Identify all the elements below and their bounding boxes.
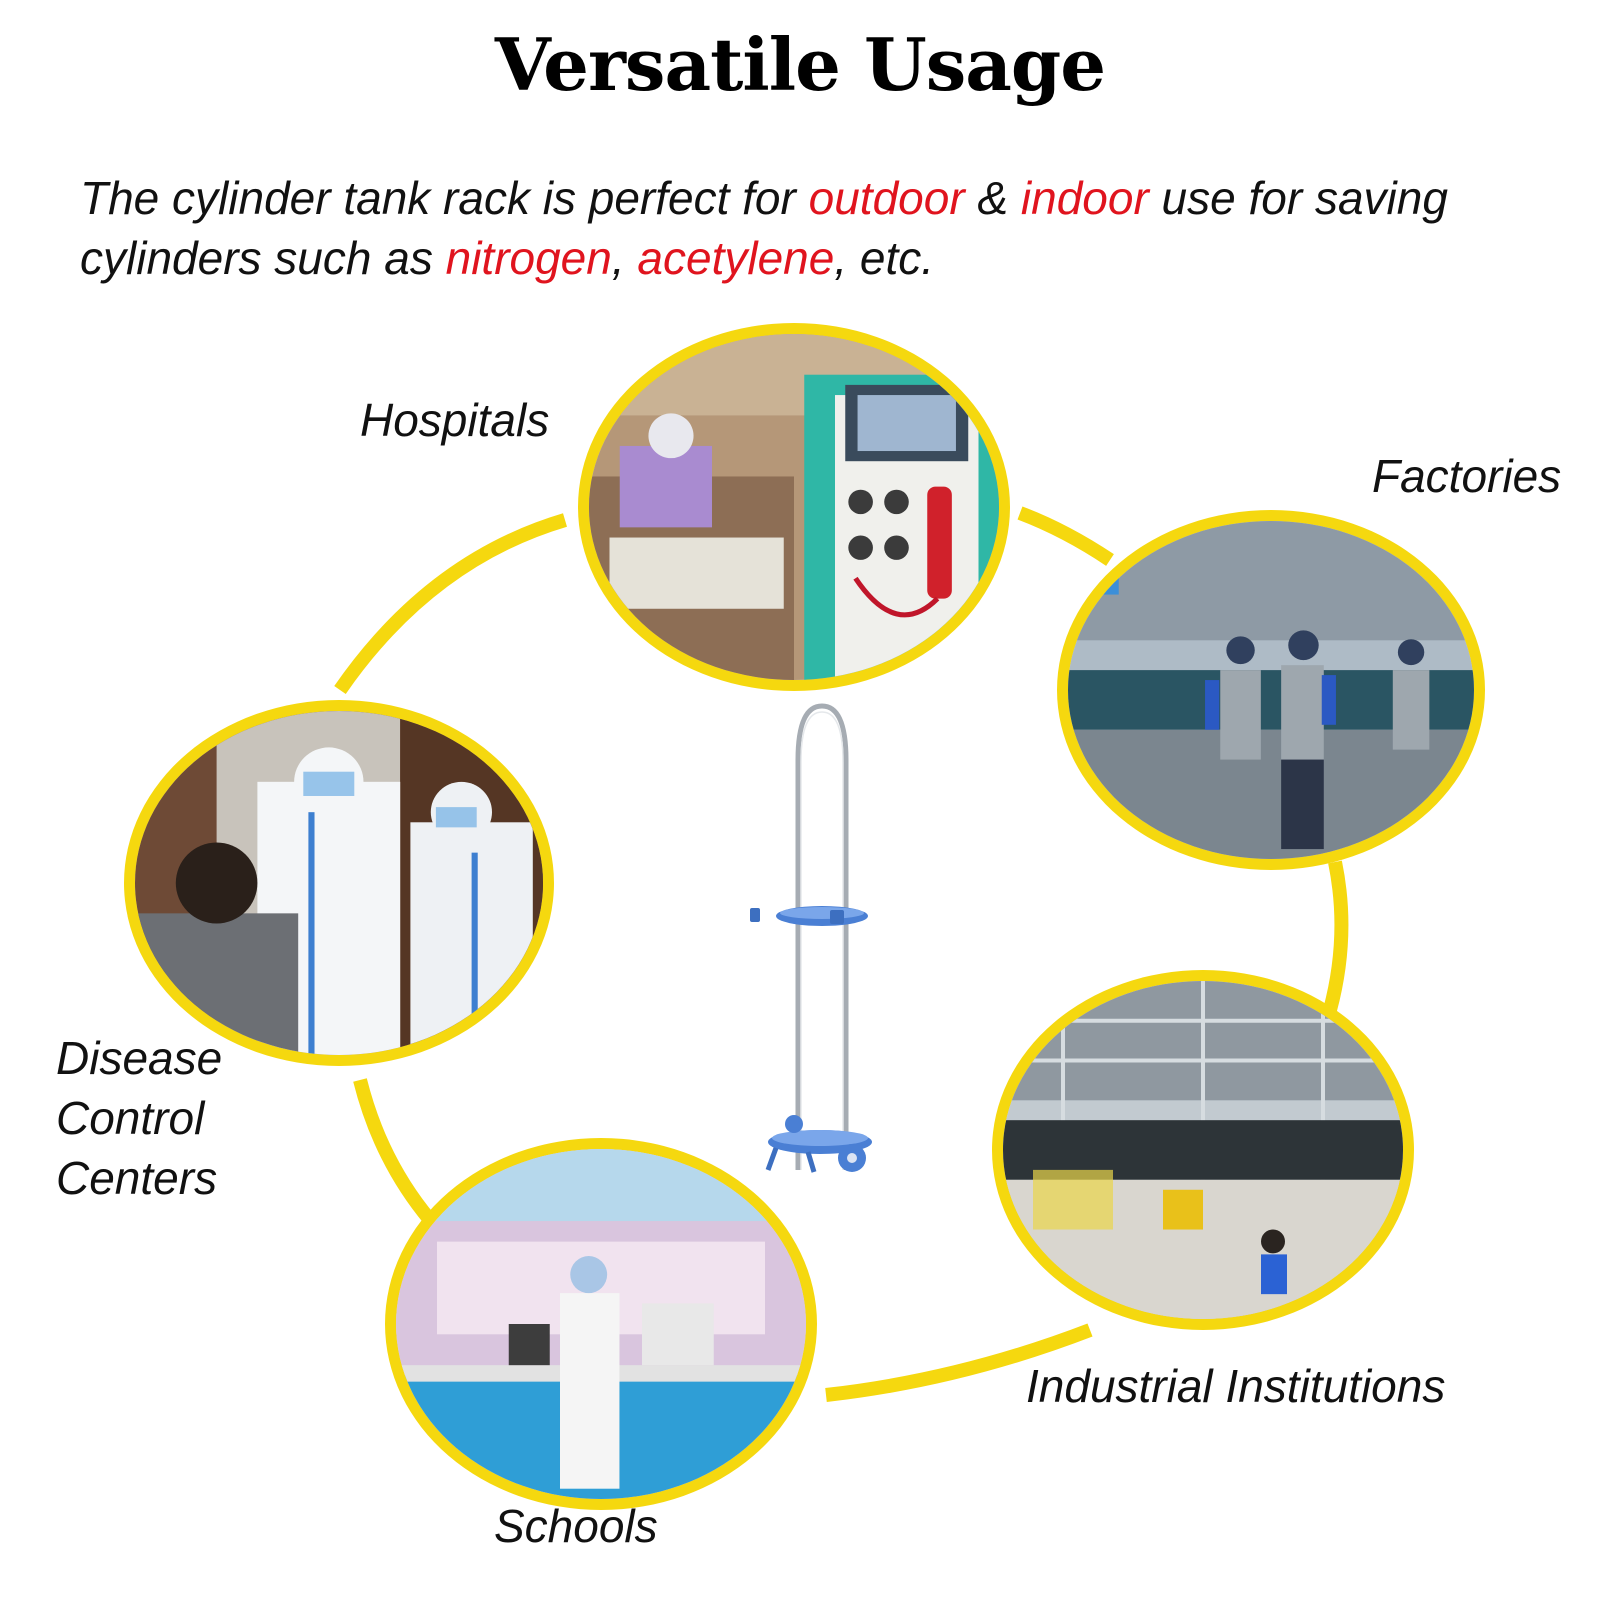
factories-label: Factories xyxy=(1372,450,1562,502)
desc-part-1: The cylinder tank rack is perfect for xyxy=(80,172,809,224)
desc-part-3: use for saving cylinders such as xyxy=(80,172,1448,284)
hospital-photo xyxy=(578,323,1010,691)
industrial-photo xyxy=(992,970,1414,1330)
schools-label: Schools xyxy=(494,1500,658,1552)
hospitals-label: Hospitals xyxy=(360,394,550,446)
ring-arc-schools-industrial xyxy=(825,1323,1093,1402)
cylinder-rack-product xyxy=(750,703,872,1173)
highlight-acetylene: acetylene xyxy=(637,232,835,284)
highlight-nitrogen: nitrogen xyxy=(445,232,612,284)
ring-arc-hospital-factory xyxy=(1017,506,1114,566)
disease-control-label-line-3: Centers xyxy=(56,1152,218,1204)
ring-arc-factory-industrial xyxy=(1323,860,1349,1012)
school-photo xyxy=(385,1138,817,1510)
desc-part-4: , xyxy=(611,232,638,284)
disease-control-photo xyxy=(124,700,554,1066)
disease-control-label-line-1: Disease xyxy=(56,1032,223,1084)
industrial-institutions-label: Industrial Institutions xyxy=(1026,1360,1446,1412)
factory-photo xyxy=(1057,510,1485,870)
description-text: The cylinder tank rack is perfect for ou… xyxy=(80,168,1540,288)
ring-arc-disease-schools xyxy=(353,1078,436,1225)
disease-control-label-line-2: Control xyxy=(56,1092,205,1144)
page-title: Versatile Usage xyxy=(494,22,1106,107)
highlight-outdoor: outdoor xyxy=(808,172,965,224)
desc-part-5: , etc. xyxy=(834,232,935,284)
highlight-indoor: indoor xyxy=(1020,172,1149,224)
ring-arc-hospital-disease xyxy=(334,513,567,694)
desc-part-2: & xyxy=(964,172,1021,224)
